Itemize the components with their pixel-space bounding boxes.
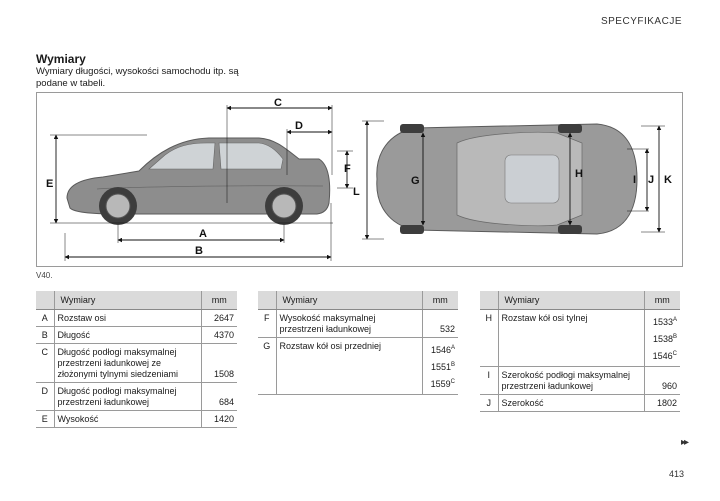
column-header-mm: mm [201, 291, 237, 310]
label-i: I [633, 174, 636, 186]
table-row: E Wysokość 1420 [36, 410, 237, 428]
row-label: Wysokość maksymalnej przestrzeni ładunko… [275, 309, 423, 338]
dimensions-table-2: Wymiary mm F Wysokość maksymalnej przest… [258, 291, 458, 395]
row-label: Szerokość podłogi maksymalnej przestrzen… [497, 366, 645, 395]
row-label: Rozstaw osi [53, 309, 202, 327]
row-key: H [480, 309, 498, 367]
label-f: F [344, 163, 351, 175]
section-header: SPECYFIKACJE [600, 16, 682, 27]
label-k: K [664, 174, 672, 186]
row-key: A [36, 309, 54, 327]
label-j: J [648, 174, 654, 186]
row-value: 1508 [201, 343, 237, 383]
row-key: B [36, 326, 54, 344]
table-row: B Długość 4370 [36, 326, 237, 344]
label-h: H [575, 168, 583, 180]
row-label: Rozstaw kół osi przedniej [275, 337, 423, 395]
car-side-view [66, 137, 331, 225]
dimensions-table-1: Wymiary mm A Rozstaw osi 2647 B Długość … [36, 291, 237, 428]
row-value: 1420 [201, 410, 237, 428]
table-row: G Rozstaw kół osi przedniej 1546A 1551B … [258, 337, 458, 395]
table-row: J Szerokość 1802 [480, 394, 680, 412]
dimensions-table-3: Wymiary mm H Rozstaw kół osi tylnej 1533… [480, 291, 680, 412]
intro-text: Wymiary długości, wysokości samochodu it… [36, 66, 239, 89]
column-header-dimensions: Wymiary [275, 291, 423, 310]
label-l: L [353, 186, 360, 198]
row-label: Długość podłogi maksymalnej przestrzeni … [53, 343, 202, 383]
table-row: H Rozstaw kół osi tylnej 1533A 1538B 154… [480, 309, 680, 367]
figure-caption: V40. [36, 271, 53, 280]
row-value: 532 [422, 309, 458, 338]
table-row: A Rozstaw osi 2647 [36, 309, 237, 327]
table-row: F Wysokość maksymalnej przestrzeni ładun… [258, 309, 458, 338]
row-value: 960 [644, 366, 680, 395]
row-label: Szerokość [497, 394, 645, 412]
label-c: C [274, 97, 282, 109]
row-value-stack: 1533A 1538B 1546C [644, 309, 680, 367]
row-value: 2647 [201, 309, 237, 327]
row-key: E [36, 410, 54, 428]
page-title: Wymiary [36, 52, 86, 66]
row-key: I [480, 366, 498, 395]
row-value-stack: 1546A 1551B 1559C [422, 337, 458, 395]
table-row: I Szerokość podłogi maksymalnej przestrz… [480, 366, 680, 395]
row-value: 4370 [201, 326, 237, 344]
label-e: E [46, 178, 53, 190]
row-key: C [36, 343, 54, 383]
row-label: Rozstaw kół osi tylnej [497, 309, 645, 367]
table-row: D Długość podłogi maksymalnej przestrzen… [36, 382, 237, 411]
label-b: B [195, 245, 203, 257]
label-a: A [199, 228, 207, 240]
row-label: Długość podłogi maksymalnej przestrzeni … [53, 382, 202, 411]
column-header-mm: mm [422, 291, 458, 310]
row-key: D [36, 382, 54, 411]
label-g: G [411, 175, 420, 187]
row-key: F [258, 309, 276, 338]
column-header-dimensions: Wymiary [53, 291, 202, 310]
table-row: C Długość podłogi maksymalnej przestrzen… [36, 343, 237, 383]
dimensions-figure: E A B C D F L G H I J K [36, 92, 683, 267]
label-d: D [295, 120, 303, 132]
row-label: Długość [53, 326, 202, 344]
page-number: 413 [668, 469, 684, 479]
column-header-dimensions: Wymiary [497, 291, 645, 310]
car-diagram: E A B C D F L G H I J K [46, 97, 672, 261]
row-label: Wysokość [53, 410, 202, 428]
column-header-mm: mm [644, 291, 680, 310]
next-page-arrows-icon: ▸▸ [680, 437, 689, 448]
row-key: G [258, 337, 276, 395]
row-value: 1802 [644, 394, 680, 412]
row-value: 684 [201, 382, 237, 411]
row-key: J [480, 394, 498, 412]
